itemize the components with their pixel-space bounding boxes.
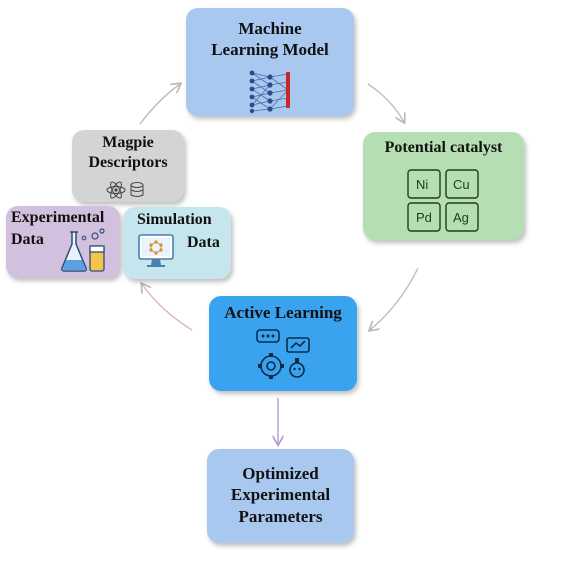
magpie-title-line1: Magpie [102,134,154,151]
optimized-title-line2: Experimental [230,485,331,505]
periodic-elements-icon: Ni Cu Pd Ag [407,169,479,232]
experimental-title-line1: Experimental [11,209,105,226]
element-ni: Ni [416,177,428,192]
simulation-data-node: Simulation Data [123,207,231,279]
catalyst-title: Potential catalyst [384,139,503,156]
potential-catalyst-node: Potential catalyst Ni Cu Pd Ag [363,132,524,240]
magpie-title-line2: Descriptors [88,154,168,171]
active-learning-title: Active Learning [224,303,342,322]
machine-learning-model-node: Machine Learning Model [186,8,354,116]
optimized-title-line3: Parameters [238,506,323,526]
simulation-title-line2: Data [187,234,220,251]
simulation-title-line1: Simulation [137,211,212,228]
ml-title-line2: Learning Model [211,40,329,60]
element-ag: Ag [453,210,469,225]
lab-flask-icon [61,228,105,272]
element-cu: Cu [453,177,470,192]
arrow-active-learning-to-data [142,284,193,331]
magpie-descriptors-node: Magpie Descriptors [72,130,184,202]
experimental-title-line2: Data [11,231,44,248]
gear-chat-robot-icon [256,329,310,379]
active-learning-node: Active Learning [209,296,357,391]
ml-title-line1: Machine [238,19,302,38]
optimized-title-line1: Optimized [242,464,319,483]
atom-database-icon [106,181,144,199]
neural-network-icon [249,70,290,114]
optimized-parameters-node: Optimized Experimental Parameters [207,449,354,543]
arrow-ml-to-catalyst [367,83,404,122]
element-pd: Pd [416,210,432,225]
monitor-molecule-icon [138,234,174,267]
experimental-data-node: Experimental Data [6,206,120,278]
arrow-descriptors-to-ml [139,84,180,125]
arrow-catalyst-to-active-learning [370,267,419,330]
